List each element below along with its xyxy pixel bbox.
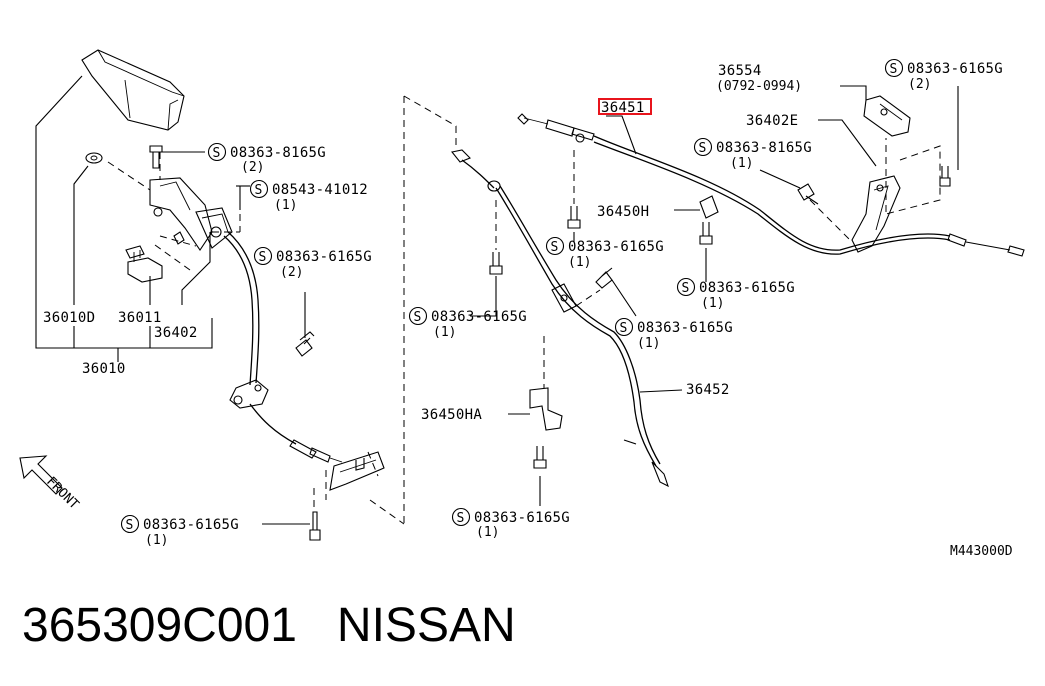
label-bolt-8165g-right-qty: (1) <box>730 156 753 171</box>
label-bolt-6165g-left-mid: 08363-6165G <box>276 249 372 265</box>
dashed-boundary <box>212 95 457 525</box>
label-bolt-6165g-center-a-qty: (1) <box>568 255 591 270</box>
label-36450h: 36450H <box>597 204 649 220</box>
highlight-box <box>598 98 652 115</box>
svg-text:S: S <box>213 146 221 161</box>
svg-text:S: S <box>457 511 465 526</box>
label-bolt-6165g-left-mid-qty: (2) <box>280 265 303 280</box>
label-36010: 36010 <box>82 361 126 377</box>
label-bolt-41012: 08543-41012 <box>272 182 368 198</box>
label-36402: 36402 <box>154 325 198 341</box>
label-bolt-41012-qty: (1) <box>274 198 297 213</box>
label-bolt-6165g-mid-left: 08363-6165G <box>431 309 527 325</box>
label-bolt-6165g-top-right: 08363-6165G <box>907 61 1003 77</box>
label-36450ha: 36450HA <box>421 407 482 423</box>
part-labels: 36010D 36011 36402 36010 08363-8165G (2)… <box>43 61 1003 548</box>
label-bolt-6165g-center-b-qty: (1) <box>701 296 724 311</box>
label-bolt-6165g-left-bottom-qty: (1) <box>145 533 168 548</box>
label-bolt-6165g-mid-right: 08363-6165G <box>637 320 733 336</box>
svg-text:S: S <box>620 321 628 336</box>
rear-cable-assembly <box>517 85 1025 393</box>
label-36010d: 36010D <box>43 310 95 326</box>
label-bolt-6165g-mid-right-qty: (1) <box>637 336 660 351</box>
svg-text:FRONT: FRONT <box>43 474 81 512</box>
label-bolt-6165g-top-right-qty: (2) <box>908 77 931 92</box>
svg-text:S: S <box>551 240 559 255</box>
svg-text:S: S <box>682 281 690 296</box>
label-36011: 36011 <box>118 310 162 326</box>
front-arrow-icon: FRONT <box>19 455 82 513</box>
label-bolt-6165g-center-a: 08363-6165G <box>568 239 664 255</box>
svg-text:S: S <box>890 62 898 77</box>
label-36554: 36554 <box>718 63 762 79</box>
label-bolt-6165g-mid-left-qty: (1) <box>433 325 456 340</box>
label-bolt-8165g-right: 08363-8165G <box>716 140 812 156</box>
svg-text:S: S <box>699 141 707 156</box>
label-bolt-8165g-left: 08363-8165G <box>230 145 326 161</box>
center-cables <box>451 149 669 506</box>
svg-text:S: S <box>255 183 263 198</box>
label-36554-range: (0792-0994) <box>716 79 802 94</box>
label-bolt-6165g-bottom-center-qty: (1) <box>476 525 499 540</box>
part-caption: 365309C001 NISSAN <box>22 599 516 652</box>
label-36452: 36452 <box>686 382 730 398</box>
lever-assembly <box>35 49 385 541</box>
label-bolt-6165g-left-bottom: 08363-6165G <box>143 517 239 533</box>
svg-text:S: S <box>126 518 134 533</box>
label-bolt-6165g-bottom-center: 08363-6165G <box>474 510 570 526</box>
drawing-code: M443000D <box>950 544 1013 559</box>
screw-symbols: S S S S S S S S S S S <box>120 58 904 534</box>
svg-text:S: S <box>259 250 267 265</box>
label-bolt-8165g-left-qty: (2) <box>241 160 264 175</box>
svg-text:S: S <box>414 310 422 325</box>
label-bolt-6165g-center-b: 08363-6165G <box>699 280 795 296</box>
label-36402e: 36402E <box>746 113 798 129</box>
label-36451: 36451 <box>601 100 645 116</box>
